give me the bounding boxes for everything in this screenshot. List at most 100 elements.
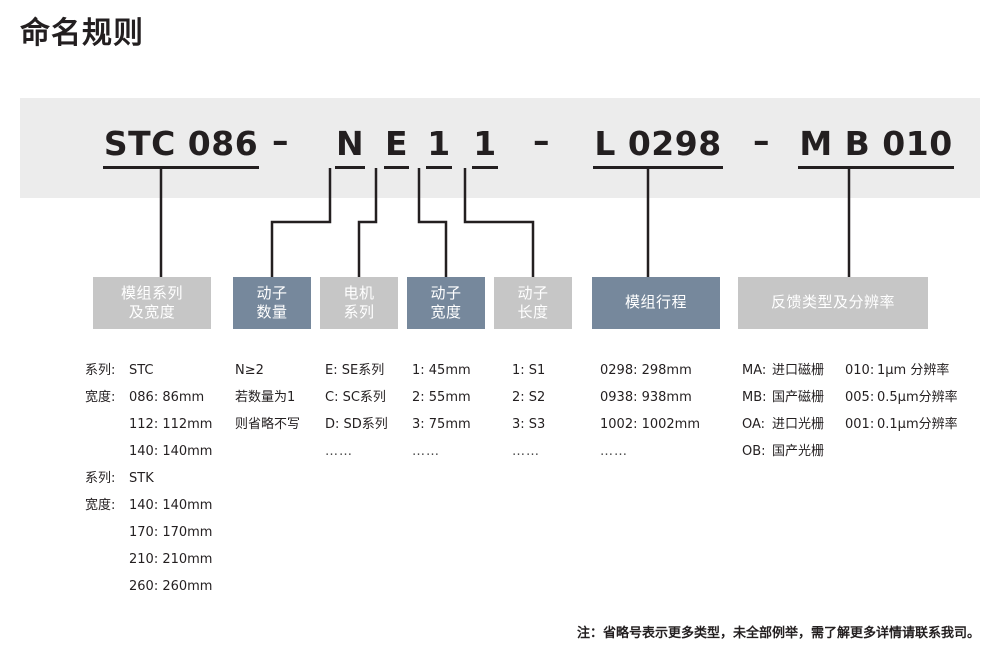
detail-line: 0298: 298mm: [600, 357, 700, 384]
detail-line: 1: 45mm: [412, 357, 471, 384]
category-box-label: 模组系列及宽度: [120, 283, 183, 321]
code-separator-dash: –: [272, 121, 289, 160]
code-segment-mover-width: 1: [424, 124, 454, 169]
detail-line: MA:进口磁栅: [742, 357, 824, 384]
code-segment-text: L 0298: [593, 127, 723, 169]
detail-line: C: SC系列: [325, 384, 388, 411]
detail-line-value: STC: [129, 363, 154, 378]
detail-line: D: SD系列: [325, 411, 388, 438]
category-box-module-stroke: 模组行程: [592, 277, 720, 329]
category-box-label: 反馈类型及分辨率: [770, 293, 895, 312]
code-segment-feedback-res: M B 010: [796, 124, 956, 169]
detail-line: ……: [512, 438, 545, 465]
detail-line: 2: S2: [512, 384, 545, 411]
detail-line: 112: 112mm: [85, 411, 212, 438]
detail-line-value: 3: 75mm: [412, 417, 471, 432]
detail-line: 1: S1: [512, 357, 545, 384]
detail-column-feedback-type-detail: MA:进口磁栅 MB: 国产磁栅 OA:进口光栅 OB: 国产光栅: [742, 357, 824, 465]
detail-line-key: OA:: [742, 417, 766, 432]
detail-line: 010:1μm 分辨率: [845, 357, 958, 384]
detail-line: 2: 55mm: [412, 384, 471, 411]
detail-line-value: 112: 112mm: [129, 417, 213, 432]
category-box-mover-width: 动子宽度: [407, 277, 485, 329]
category-box-feedback-res: 反馈类型及分辨率: [738, 277, 928, 329]
detail-line-key: 005:: [845, 390, 875, 405]
page-title: 命名规则: [20, 16, 144, 51]
detail-line-value: 国产磁栅: [772, 390, 825, 405]
code-segment-motor-series: E: [380, 124, 413, 169]
detail-line-value: 260: 260mm: [129, 579, 213, 594]
detail-line-key: 宽度:: [85, 498, 116, 513]
category-box-mover-count: 动子数量: [233, 277, 311, 329]
detail-line-value: 086: 86mm: [129, 390, 205, 405]
detail-line: 系列: STK: [85, 465, 212, 492]
category-box-mover-length: 动子长度: [494, 277, 572, 329]
detail-line: 140: 140mm: [85, 438, 212, 465]
detail-column-module-stroke-detail: 0298: 298mm 0938: 938mm 1002: 1002mm ……: [600, 357, 700, 465]
detail-line-value: N≥2: [235, 363, 264, 378]
detail-column-mover-width-detail: 1: 45mm 2: 55mm 3: 75mm ……: [412, 357, 471, 465]
detail-line-value: 170: 170mm: [129, 525, 213, 540]
detail-line: 170: 170mm: [85, 519, 212, 546]
detail-line: OB: 国产光栅: [742, 438, 824, 465]
category-box-label: 模组行程: [624, 293, 687, 312]
detail-line: 005:0.5μm分辨率: [845, 384, 958, 411]
code-segment-text: E: [383, 127, 410, 169]
detail-line: N≥2: [235, 357, 300, 384]
code-segment-mover-length: 1: [470, 124, 500, 169]
detail-line-value: 2: 55mm: [412, 390, 471, 405]
detail-line-value: 若数量为1: [235, 390, 296, 405]
detail-line-value: 0298: 298mm: [600, 363, 692, 378]
detail-line: 1002: 1002mm: [600, 411, 700, 438]
detail-line: E: SE系列: [325, 357, 388, 384]
category-box-label: 动子宽度: [430, 283, 462, 321]
category-box-motor-series: 电机系列: [320, 277, 398, 329]
category-box-label: 动子长度: [517, 283, 549, 321]
detail-line-value: 1002: 1002mm: [600, 417, 701, 432]
detail-line-value: STK: [129, 471, 154, 486]
detail-line-value: 140: 140mm: [129, 444, 213, 459]
detail-line: 210: 210mm: [85, 546, 212, 573]
category-box-label: 动子数量: [256, 283, 288, 321]
code-segment-series-width: STC 086: [92, 124, 270, 169]
detail-line-key: 系列:: [85, 363, 116, 378]
code-segment-text: N: [334, 127, 366, 169]
detail-line-value: 0938: 938mm: [600, 390, 692, 405]
detail-line-value: 进口磁栅: [772, 363, 825, 378]
detail-line: 0938: 938mm: [600, 384, 700, 411]
detail-line: ……: [412, 438, 471, 465]
code-separator-dash: –: [533, 121, 550, 160]
footnote: 注：省略号表示更多类型，未全部例举，需了解更多详情请联系我司。: [576, 626, 980, 641]
code-segment-text: 1: [426, 127, 452, 169]
detail-line: ……: [600, 438, 700, 465]
detail-line: 3: S3: [512, 411, 545, 438]
detail-line-value: 210: 210mm: [129, 552, 213, 567]
detail-line-key: 系列:: [85, 471, 116, 486]
detail-line-value: 1: S1: [512, 363, 546, 378]
category-box-label: 电机系列: [343, 283, 375, 321]
code-segment-text: M B 010: [798, 127, 954, 169]
detail-column-mover-length-detail: 1: S1 2: S2 3: S3……: [512, 357, 545, 465]
detail-ellipsis: ……: [600, 444, 628, 459]
detail-line-value: 2: S2: [512, 390, 546, 405]
detail-ellipsis: ……: [412, 444, 440, 459]
detail-line: 001:0.1μm分辨率: [845, 411, 958, 438]
detail-line-key: 宽度:: [85, 390, 116, 405]
detail-line-value: D: SD系列: [325, 417, 388, 432]
detail-line-key: 001:: [845, 417, 875, 432]
detail-line-key: MB:: [742, 390, 767, 405]
detail-line-value: 1μm 分辨率: [877, 363, 950, 378]
detail-line-value: 140: 140mm: [129, 498, 213, 513]
detail-line-value: 1: 45mm: [412, 363, 471, 378]
detail-line-value: 国产光栅: [772, 444, 825, 459]
detail-column-series-width-detail: 系列: STC 宽度: 086: 86mm 112: 112mm 140: 140mm 系列…: [85, 357, 212, 600]
code-separator-dash: –: [753, 121, 770, 160]
detail-line-value: 0.5μm分辨率: [877, 390, 958, 405]
detail-line: 若数量为1: [235, 384, 300, 411]
detail-line: OA:进口光栅: [742, 411, 824, 438]
detail-line-key: OB:: [742, 444, 766, 459]
